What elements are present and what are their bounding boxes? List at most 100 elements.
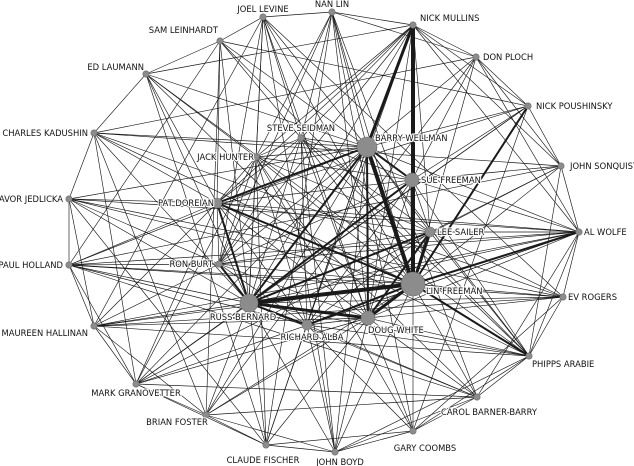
label-nick-mullins: NICK MULLINS <box>420 13 479 23</box>
label-lee-sailer: LEE SAILER <box>437 227 485 237</box>
edge-pat-doreian-steve-seidman <box>216 137 302 204</box>
edge-lin-freeman-jack-hunter <box>255 156 414 285</box>
edge-carol-barner-barry-john-boyd <box>334 396 478 453</box>
edge-sam-leinhardt-ed-laumann <box>145 40 221 75</box>
edge-sue-freeman-ron-burt <box>218 179 413 265</box>
node-nan-lin[interactable] <box>328 8 336 16</box>
edge-pat-doreian-davor-jedlicka <box>68 198 218 204</box>
edge-doug-white-steve-seidman <box>300 137 369 319</box>
edge-ed-laumann-claude-fischer <box>145 73 267 446</box>
edge-ron-burt-joel-levine <box>218 16 264 265</box>
label-maureen-hallinan: MAUREEN HALLINAN <box>1 328 88 338</box>
edge-carol-barner-barry-brian-foster <box>205 396 478 416</box>
edge-russ-bernard-sam-leinhardt <box>219 40 250 304</box>
edge-ron-burt-nan-lin <box>218 11 333 265</box>
edge-nick-poushinsky-mark-granovetter <box>135 105 529 385</box>
node-jack-hunter[interactable] <box>252 153 260 161</box>
node-lin-freeman[interactable] <box>400 271 426 297</box>
edge-doug-white-phipps-arabie <box>367 317 530 357</box>
edge-ron-burt-maureen-hallinan <box>93 263 220 327</box>
node-pat-doreian[interactable] <box>211 197 223 209</box>
edge-maureen-hallinan-mark-granovetter <box>93 325 137 385</box>
node-gary-coombs[interactable] <box>409 427 417 435</box>
node-sue-freeman[interactable] <box>404 172 420 188</box>
node-ed-laumann[interactable] <box>142 70 150 78</box>
node-john-sonquist[interactable] <box>557 162 565 170</box>
node-nick-mullins[interactable] <box>409 21 417 29</box>
edge-don-ploch-nick-poushinsky <box>475 56 529 107</box>
label-barry-wellman: BARRY WELLMAN <box>375 133 447 143</box>
node-sam-leinhardt[interactable] <box>216 37 224 45</box>
edge-steve-seidman-nan-lin <box>300 11 333 139</box>
node-carol-barner-barry[interactable] <box>473 393 481 401</box>
edge-barry-wellman-lee-sailer <box>366 146 431 233</box>
node-nick-poushinsky[interactable] <box>524 102 532 110</box>
edge-gary-coombs-claude-fischer <box>265 430 414 446</box>
node-doug-white[interactable] <box>360 310 376 326</box>
edge-al-wolfe-phipps-arabie <box>528 231 580 357</box>
edge-doug-white-carol-barner-barry <box>367 317 478 398</box>
edge-lin-freeman-richard-alba <box>306 283 414 326</box>
node-phipps-arabie[interactable] <box>525 352 533 360</box>
label-russ-bernard: RUSS BERNARD <box>210 312 276 322</box>
edge-sue-freeman-lee-sailer <box>411 179 431 233</box>
node-steve-seidman[interactable] <box>297 134 305 142</box>
label-charles-kadushin: CHARLES KADUSHIN <box>2 128 88 138</box>
edge-sam-leinhardt-brian-foster <box>205 40 221 416</box>
edge-barry-wellman-mark-granovetter <box>135 146 368 385</box>
node-claude-fischer[interactable] <box>262 441 270 449</box>
node-ev-rogers[interactable] <box>559 293 567 301</box>
edge-nick-mullins-richard-alba <box>306 24 414 326</box>
edge-steve-seidman-jack-hunter <box>255 137 302 158</box>
node-davor-jedlicka[interactable] <box>65 195 73 203</box>
edge-pat-doreian-jack-hunter <box>216 156 257 204</box>
node-brian-foster[interactable] <box>202 411 210 419</box>
label-doug-white: DOUG WHITE <box>368 325 424 335</box>
label-ron-burt: RON BURT <box>169 259 213 269</box>
edge-davor-jedlicka-ev-rogers <box>68 198 564 298</box>
label-al-wolfe: AL WOLFE <box>584 227 627 237</box>
edge-nick-mullins-doug-white <box>367 24 414 319</box>
edge-doug-white-mark-granovetter <box>135 317 369 385</box>
node-russ-bernard[interactable] <box>239 293 259 313</box>
edge-nan-lin-gary-coombs <box>331 11 414 432</box>
edge-steve-seidman-john-boyd <box>300 137 336 453</box>
edge-joel-levine-ev-rogers <box>262 16 564 298</box>
edge-paul-holland-mark-granovetter <box>68 264 137 385</box>
edge-barry-wellman-ed-laumann <box>145 73 368 148</box>
label-pat-doreian: PAT DOREIAN <box>158 198 214 208</box>
node-charles-kadushin[interactable] <box>90 129 98 137</box>
edge-lin-freeman-paul-holland <box>68 264 414 285</box>
edge-barry-wellman-lin-freeman <box>365 146 415 285</box>
edge-barry-wellman-nan-lin <box>331 11 368 148</box>
edge-brian-foster-claude-fischer <box>205 414 267 446</box>
edge-al-wolfe-paul-holland <box>68 231 580 266</box>
edge-barry-wellman-al-wolfe <box>366 146 580 233</box>
edge-sue-freeman-jack-hunter <box>255 156 413 181</box>
edge-davor-jedlicka-claude-fischer <box>68 198 267 446</box>
edge-steve-seidman-sam-leinhardt <box>219 40 302 139</box>
edge-nan-lin-claude-fischer <box>265 11 333 446</box>
edge-barry-wellman-ron-burt <box>218 146 368 265</box>
node-mark-granovetter[interactable] <box>132 380 140 388</box>
label-claude-fischer: CLAUDE FISCHER <box>227 455 300 465</box>
node-ron-burt[interactable] <box>215 260 223 268</box>
edge-ed-laumann-carol-barner-barry <box>145 73 478 398</box>
edge-maureen-hallinan-phipps-arabie <box>93 325 530 357</box>
node-maureen-hallinan[interactable] <box>90 322 98 330</box>
node-john-boyd[interactable] <box>331 448 339 456</box>
label-paul-holland: PAUL HOLLAND <box>0 260 63 270</box>
edge-mark-granovetter-carol-barner-barry <box>135 383 478 398</box>
node-barry-wellman[interactable] <box>356 136 378 158</box>
edge-al-wolfe-mark-granovetter <box>135 231 580 385</box>
edge-claude-fischer-john-boyd <box>265 444 336 453</box>
edge-ron-burt-davor-jedlicka <box>68 198 220 265</box>
node-lee-sailer[interactable] <box>424 226 436 238</box>
edge-sue-freeman-lin-freeman <box>410 179 415 285</box>
node-don-ploch[interactable] <box>472 53 480 61</box>
node-paul-holland[interactable] <box>65 261 73 269</box>
edge-lin-freeman-steve-seidman <box>300 137 414 285</box>
node-joel-levine[interactable] <box>259 13 267 21</box>
node-richard-alba[interactable] <box>301 319 313 331</box>
node-al-wolfe[interactable] <box>575 228 583 236</box>
